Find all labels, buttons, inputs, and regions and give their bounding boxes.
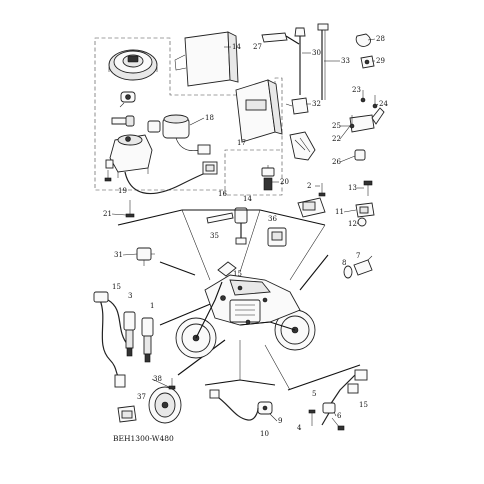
callout-17: 17 xyxy=(237,139,246,147)
callout-4: 4 xyxy=(297,424,302,432)
key xyxy=(111,115,135,127)
harness-15a xyxy=(93,291,129,388)
horn-37 xyxy=(117,386,182,424)
callout-26: 26 xyxy=(332,158,341,166)
motorcycle xyxy=(175,261,316,359)
callout-3: 3 xyxy=(128,292,132,300)
callout-7: 7 xyxy=(356,252,360,260)
callout-14b: 14 xyxy=(243,195,252,203)
key-20 xyxy=(261,165,275,191)
fuel-tank-cap xyxy=(108,49,158,81)
drawing-code: BEH1300-W480 xyxy=(113,434,174,443)
washer-8 xyxy=(343,265,353,279)
callout-27: 27 xyxy=(253,43,262,51)
callout-labels: 14 27 30 33 28 29 18 17 32 23 24 25 22 2… xyxy=(103,35,388,438)
bolt-6 xyxy=(331,417,345,431)
ecu-14 xyxy=(174,31,239,87)
sensor-11 xyxy=(355,202,375,227)
bolt-38 xyxy=(168,378,176,390)
callout-16: 16 xyxy=(218,190,227,198)
bracket-27 xyxy=(261,32,300,45)
sensor-bracket xyxy=(297,197,326,218)
callout-21: 21 xyxy=(103,210,112,218)
bolt-2 xyxy=(318,183,326,197)
key-cylinder-18 xyxy=(147,114,211,155)
bolt-13 xyxy=(363,180,373,196)
sensor-5 xyxy=(321,402,336,426)
ignition-switch-main xyxy=(105,134,153,178)
clip-28 xyxy=(355,33,371,47)
ignition-coil-3 xyxy=(123,311,136,357)
dashed-assembly-outline xyxy=(94,37,283,196)
callout-32: 32 xyxy=(312,100,321,108)
callout-15a: 15 xyxy=(233,270,242,278)
callout-15b: 15 xyxy=(112,283,121,291)
bolt-4 xyxy=(308,409,316,426)
screw-19 xyxy=(104,170,112,182)
bracket-plate-left xyxy=(289,131,316,161)
callout-1: 1 xyxy=(150,302,154,310)
clamp-32 xyxy=(285,97,309,115)
callout-12: 12 xyxy=(348,220,357,228)
callout-25: 25 xyxy=(332,122,341,130)
callout-22: 22 xyxy=(332,135,341,143)
callout-31: 31 xyxy=(114,251,123,259)
callout-14a: 14 xyxy=(232,43,241,51)
sensor-7 xyxy=(353,255,373,276)
callout-37: 37 xyxy=(137,393,146,401)
callout-6: 6 xyxy=(337,412,342,420)
callout-30: 30 xyxy=(312,49,321,57)
bolt-23 xyxy=(360,90,378,109)
callout-5: 5 xyxy=(312,390,316,398)
callout-28: 28 xyxy=(376,35,385,43)
callout-leaders xyxy=(111,38,379,422)
sensor-31 xyxy=(136,247,155,266)
callout-15c: 15 xyxy=(359,401,368,409)
callout-35: 35 xyxy=(210,232,219,240)
callout-9: 9 xyxy=(278,417,282,425)
callout-2: 2 xyxy=(307,182,311,190)
key-cylinder-small xyxy=(119,91,136,108)
band-30 xyxy=(294,27,306,95)
callout-13: 13 xyxy=(348,184,357,192)
callout-8: 8 xyxy=(342,259,346,267)
callout-20: 20 xyxy=(280,178,289,186)
ecu-17 xyxy=(235,79,283,143)
harness-10 xyxy=(209,389,259,421)
fuse-strip-35 xyxy=(206,212,234,224)
callout-11: 11 xyxy=(335,208,344,216)
callout-38: 38 xyxy=(153,375,162,383)
clip-29 xyxy=(360,55,375,69)
wire-harness-16 xyxy=(124,161,218,195)
callout-29: 29 xyxy=(376,57,385,65)
harness-15b xyxy=(329,369,368,406)
relay-36 xyxy=(267,227,287,247)
sensor-9 xyxy=(257,401,273,415)
sensor-26 xyxy=(354,149,366,161)
callout-19: 19 xyxy=(118,187,127,195)
ignition-coil-1 xyxy=(141,317,154,363)
band-33 xyxy=(317,23,329,100)
callout-36: 36 xyxy=(268,215,277,223)
bracket-22 xyxy=(349,107,385,133)
callout-10: 10 xyxy=(260,430,269,438)
callout-24: 24 xyxy=(379,100,388,108)
callout-33: 33 xyxy=(341,57,350,65)
screw-21 xyxy=(125,200,135,218)
sensor-14b xyxy=(234,207,248,245)
callout-23: 23 xyxy=(352,86,361,94)
callout-18: 18 xyxy=(205,114,214,122)
